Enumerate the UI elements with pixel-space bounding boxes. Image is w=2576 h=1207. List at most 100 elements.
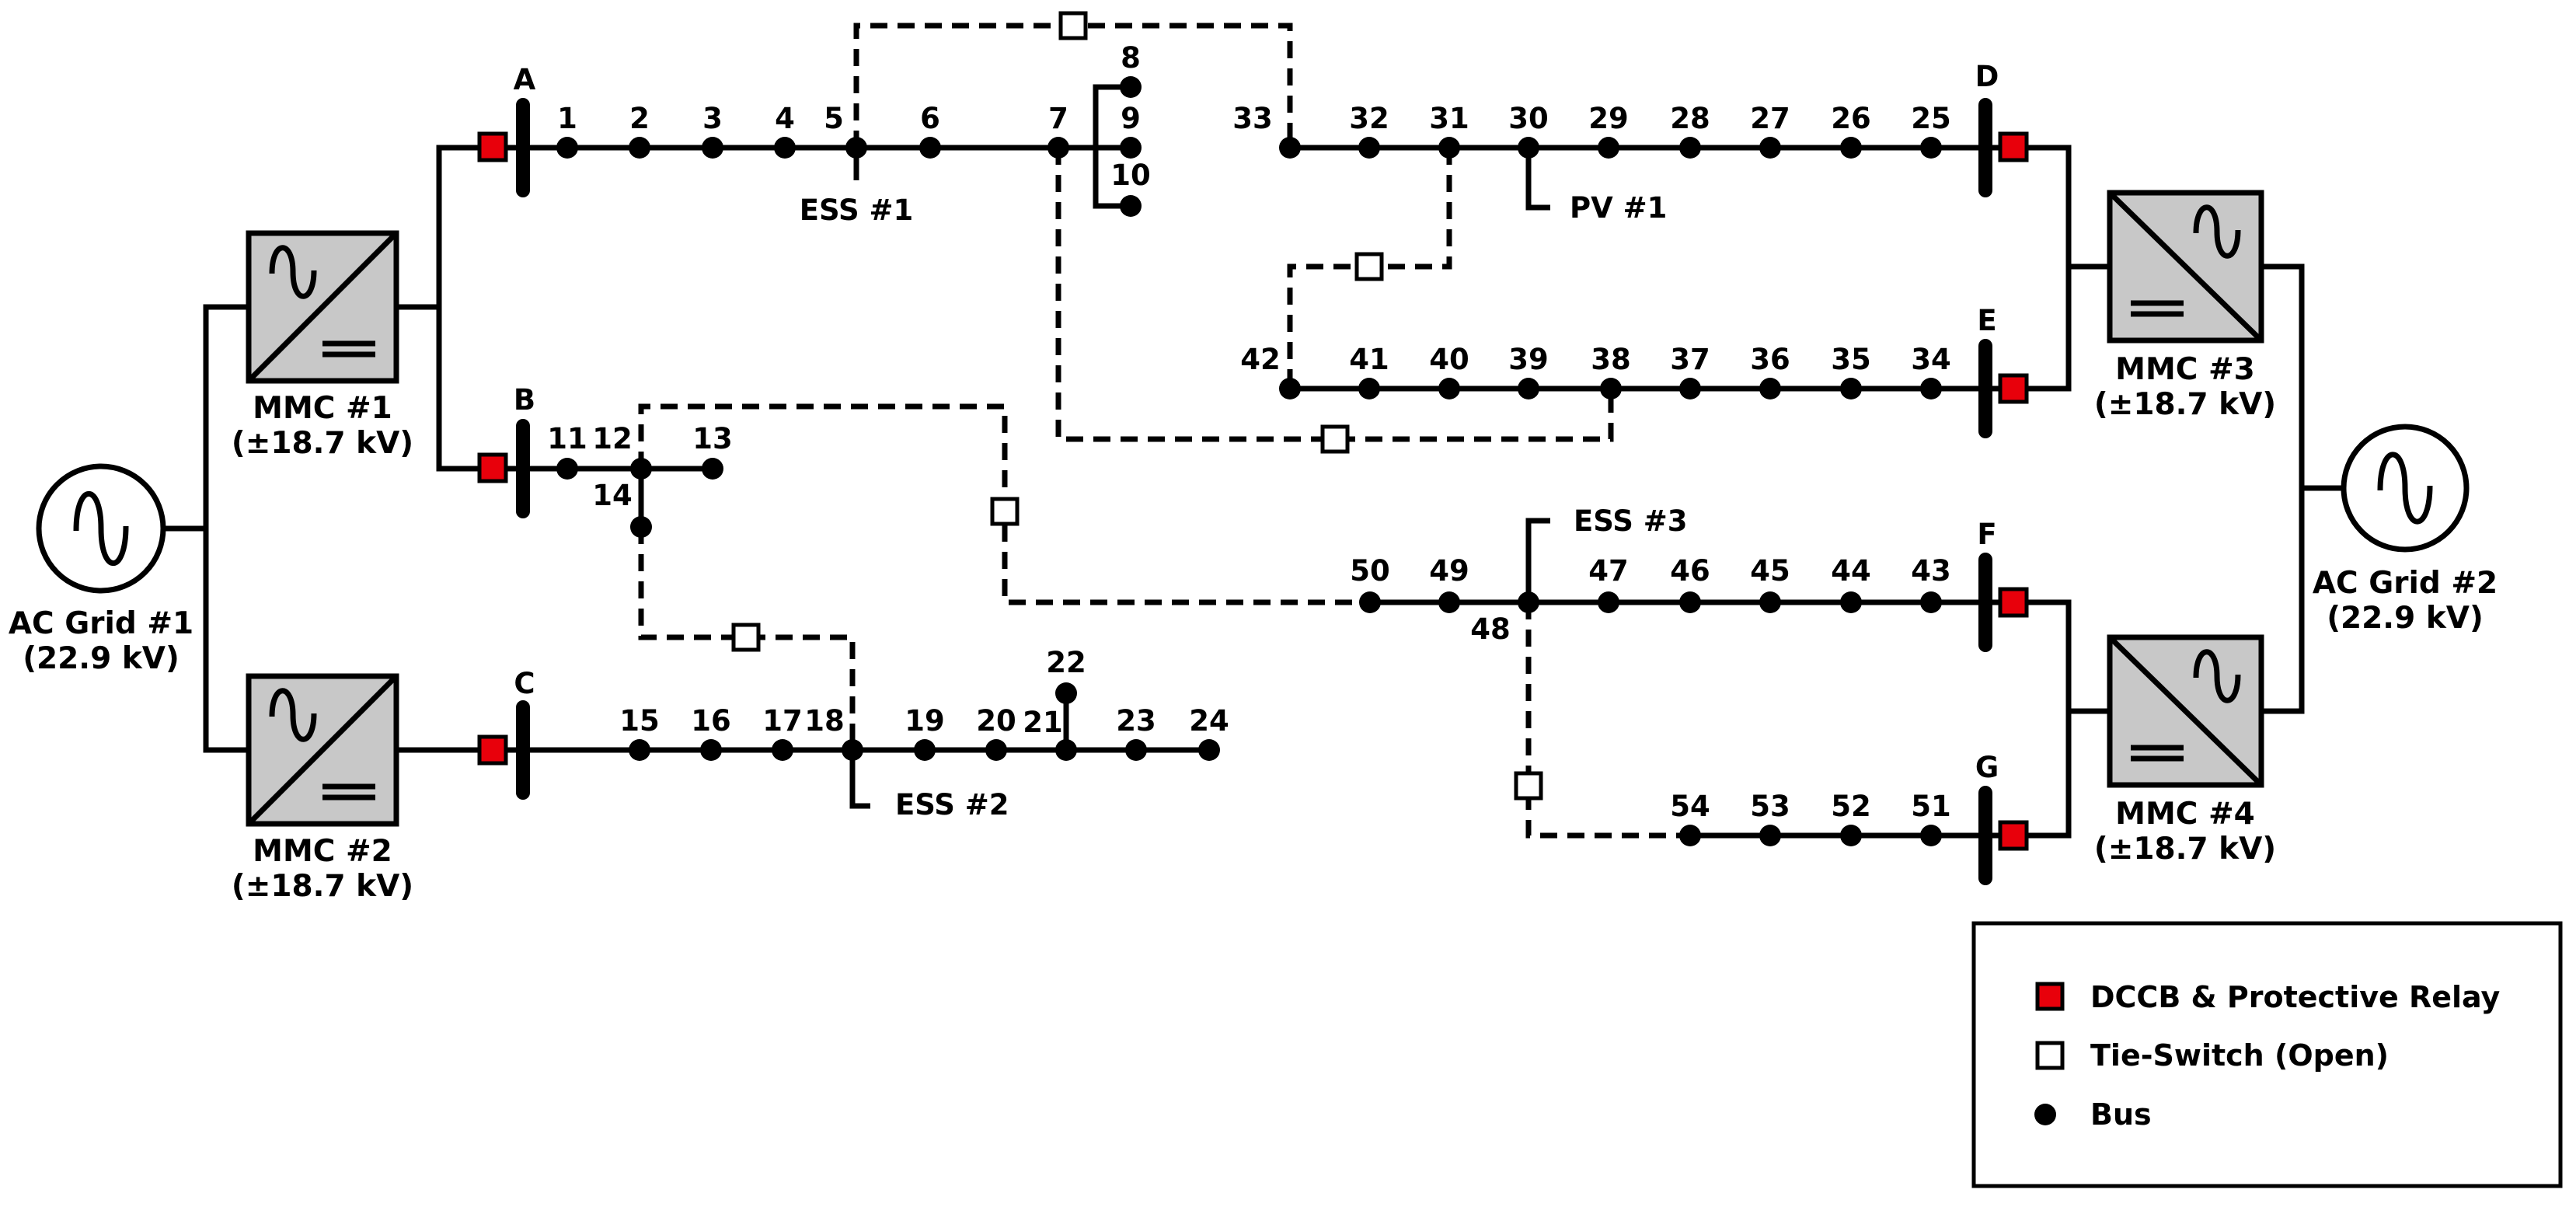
bus-node-54[interactable] — [1679, 825, 1701, 846]
bus-node-45[interactable] — [1759, 591, 1781, 613]
bus-node-38[interactable] — [1600, 378, 1622, 399]
ac-grid-1-voltage: (22.9 kV) — [23, 641, 180, 676]
tie-switch-14-18[interactable] — [731, 623, 761, 652]
breaker-a[interactable] — [477, 131, 508, 162]
mmc-3[interactable] — [2107, 190, 2264, 344]
bus-label-44: 44 — [1831, 554, 1871, 588]
line-mmc3-acgrid2 — [2261, 263, 2305, 714]
legend-breaker-label: DCCB & Protective Relay — [2090, 980, 2501, 1014]
bus-node-28[interactable] — [1679, 137, 1701, 159]
bus-node-6[interactable] — [919, 137, 941, 159]
bus-node-12[interactable] — [630, 458, 652, 480]
bus-node-19[interactable] — [914, 739, 936, 761]
bus-node-24[interactable] — [1198, 739, 1220, 761]
bus-node-7[interactable] — [1047, 137, 1069, 159]
bus-node-14[interactable] — [630, 516, 652, 538]
bus-node-30[interactable] — [1518, 137, 1539, 159]
bus-node-32[interactable] — [1358, 137, 1380, 159]
converter-diagonal — [2107, 635, 2264, 787]
bus-node-11[interactable] — [556, 458, 578, 480]
mmc-2-name: MMC #2 — [253, 834, 392, 869]
dc-bus-f-label: F — [1977, 518, 1996, 551]
legend: DCCB & Protective Relay Tie-Switch (Open… — [1971, 921, 2563, 1188]
bus-label-50: 50 — [1350, 554, 1390, 588]
line-ess3 — [1525, 518, 1550, 602]
bus-node-4[interactable] — [774, 137, 796, 159]
bus-label-35: 35 — [1831, 343, 1871, 376]
bus-node-44[interactable] — [1840, 591, 1862, 613]
breakers — [477, 131, 2029, 851]
bus-node-18[interactable] — [842, 739, 863, 761]
bus-node-8[interactable] — [1120, 76, 1142, 98]
bus-node-51[interactable] — [1920, 825, 1942, 846]
bus-node-17[interactable] — [772, 739, 793, 761]
bus-label-12: 12 — [592, 422, 633, 455]
bus-node-35[interactable] — [1840, 378, 1862, 399]
ac-grid-1[interactable] — [36, 463, 166, 594]
bus-node-10[interactable] — [1120, 195, 1142, 217]
bus-node-48[interactable] — [1518, 591, 1539, 613]
ac-grid-2[interactable] — [2341, 424, 2470, 553]
breaker-c[interactable] — [477, 734, 508, 766]
bus-node-13[interactable] — [702, 458, 723, 480]
sine-wave-icon — [2377, 452, 2433, 525]
bus-label-10: 10 — [1110, 159, 1151, 192]
mmc-3-name: MMC #3 — [2115, 352, 2255, 387]
mmc-1[interactable] — [246, 230, 399, 384]
bus-node-1[interactable] — [556, 137, 578, 159]
bus-label-42: 42 — [1240, 343, 1281, 376]
bus-node-16[interactable] — [700, 739, 722, 761]
tie-switch-5-33[interactable] — [1058, 11, 1088, 40]
bus-node-21[interactable] — [1055, 739, 1077, 761]
bus-node-46[interactable] — [1679, 591, 1701, 613]
mmc-2[interactable] — [246, 673, 399, 827]
bus-label-37: 37 — [1670, 343, 1710, 376]
bus-label-33: 33 — [1232, 102, 1273, 135]
bus-node-49[interactable] — [1438, 591, 1460, 613]
bus-node-3[interactable] — [702, 137, 723, 159]
bus-node-53[interactable] — [1759, 825, 1781, 846]
bus-node-26[interactable] — [1840, 137, 1862, 159]
bus-node-40[interactable] — [1438, 378, 1460, 399]
bus-node-27[interactable] — [1759, 137, 1781, 159]
bus-label-32: 32 — [1349, 102, 1389, 135]
bus-node-5[interactable] — [845, 137, 867, 159]
mmc-3-voltage: (±18.7 kV) — [2094, 387, 2276, 422]
tie-switch-7-38[interactable] — [1320, 424, 1350, 454]
bus-node-42[interactable] — [1279, 378, 1301, 399]
bus-node-52[interactable] — [1840, 825, 1862, 846]
bus-node-41[interactable] — [1358, 378, 1380, 399]
bus-node-47[interactable] — [1598, 591, 1619, 613]
bus-label-29: 29 — [1588, 102, 1629, 135]
bus-node-23[interactable] — [1125, 739, 1147, 761]
bus-node-31[interactable] — [1438, 137, 1460, 159]
bus-node-9[interactable] — [1120, 137, 1142, 159]
bus-node-39[interactable] — [1518, 378, 1539, 399]
bus-node-15[interactable] — [629, 739, 650, 761]
line-f-g-mmc4 — [2013, 599, 2072, 839]
mmc-4[interactable] — [2107, 634, 2264, 788]
bus-node-2[interactable] — [629, 137, 650, 159]
mmc-1-name: MMC #1 — [253, 391, 392, 426]
tie-switch-48-54[interactable] — [1514, 771, 1543, 801]
bus-node-36[interactable] — [1759, 378, 1781, 399]
bus-node-33[interactable] — [1279, 137, 1301, 159]
breaker-e[interactable] — [1998, 373, 2029, 404]
bus-node-25[interactable] — [1920, 137, 1942, 159]
bus-node-20[interactable] — [985, 739, 1007, 761]
breaker-b[interactable] — [477, 452, 508, 483]
bus-node-43[interactable] — [1920, 591, 1942, 613]
bus-node-34[interactable] — [1920, 378, 1942, 399]
breaker-d[interactable] — [1998, 131, 2029, 162]
breaker-g[interactable] — [1998, 820, 2029, 851]
tie-switch-12-50[interactable] — [990, 497, 1020, 526]
dc-bus-bars — [516, 98, 1992, 885]
tie-switch-31-42[interactable] — [1354, 252, 1384, 281]
bus-node-37[interactable] — [1679, 378, 1701, 399]
bus-node-50[interactable] — [1359, 591, 1381, 613]
bus-node-29[interactable] — [1598, 137, 1619, 159]
bus-label-9: 9 — [1121, 102, 1141, 135]
breaker-f[interactable] — [1998, 587, 2029, 618]
ess-2-label: ESS #2 — [895, 788, 1009, 822]
bus-node-22[interactable] — [1055, 682, 1077, 704]
